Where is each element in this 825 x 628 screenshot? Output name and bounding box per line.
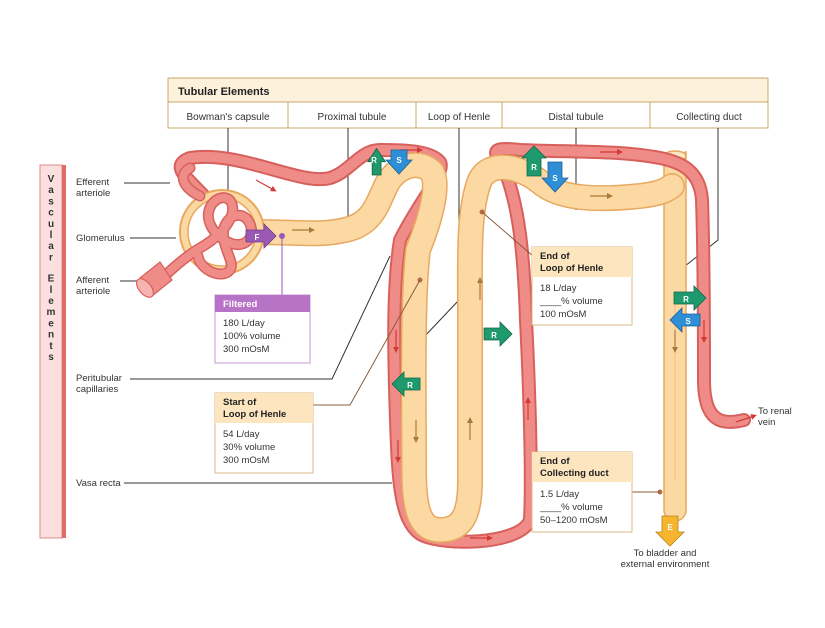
badge-filtration: F (245, 223, 277, 249)
svg-text:180 L/day: 180 L/day (223, 318, 265, 329)
vascular-header-letter: u (48, 219, 54, 230)
vascular-header-letter: V (48, 174, 55, 185)
svg-text:Loop of Henle: Loop of Henle (223, 409, 286, 420)
badge-secretion-distal: S (541, 161, 569, 193)
svg-text:E: E (667, 523, 673, 532)
badge-secretion-collecting-duct: S (669, 307, 701, 333)
box-filtered: Filtered 180 L/day 100% volume 300 mOsM (214, 294, 311, 364)
vascular-header-letter: e (48, 318, 54, 329)
peritubular-capillaries (173, 142, 751, 549)
flow-arrows (255, 147, 757, 541)
column-loop-of-henle: Loop of Henle (428, 112, 491, 123)
vascular-header-letter: l (50, 285, 53, 296)
svg-text:R: R (491, 331, 497, 340)
box-leaders (281, 209, 663, 495)
glomerulus (144, 162, 257, 296)
vascular-header-letter: E (48, 274, 55, 285)
svg-text:100 mOsM: 100 mOsM (540, 309, 587, 320)
svg-text:1.5 L/day: 1.5 L/day (540, 489, 579, 500)
svg-text:____% volume: ____% volume (539, 502, 603, 513)
label-vasa-recta: Vasa recta (76, 478, 121, 489)
svg-text:____% volume: ____% volume (539, 296, 603, 307)
svg-text:R: R (531, 163, 537, 172)
vascular-header-letter: s (48, 196, 54, 207)
badge-reabsorption-collecting-duct: R (673, 285, 707, 311)
svg-text:18 L/day: 18 L/day (540, 283, 577, 294)
nephron-tubule (237, 152, 685, 543)
svg-text:End of: End of (540, 456, 570, 467)
svg-text:30% volume: 30% volume (223, 442, 275, 453)
svg-text:F: F (255, 233, 260, 242)
svg-text:300 mOsM: 300 mOsM (223, 455, 270, 466)
label-glomerulus: Glomerulus (76, 233, 125, 244)
box-start-loop-of-henle: Start of Loop of Henle 54 L/day 30% volu… (214, 392, 314, 474)
svg-text:300 mOsM: 300 mOsM (223, 344, 270, 355)
column-distal-tubule: Distal tubule (548, 112, 603, 123)
column-bowmans-capsule: Bowman's capsule (186, 112, 270, 123)
svg-text:R: R (407, 381, 413, 390)
badge-reabsorption-descending-limb: R (391, 371, 421, 397)
box-end-collecting-duct: End of Collecting duct 1.5 L/day ____% v… (531, 451, 633, 533)
svg-text:50–1200 mOsM: 50–1200 mOsM (540, 515, 608, 526)
svg-text:End of: End of (540, 251, 570, 262)
svg-text:Collecting duct: Collecting duct (540, 468, 609, 479)
svg-text:Filtered: Filtered (223, 299, 258, 310)
column-collecting-duct: Collecting duct (676, 112, 742, 123)
vascular-header-letter: a (48, 185, 54, 196)
badge-excretion: E (655, 515, 685, 547)
svg-text:54 L/day: 54 L/day (223, 429, 260, 440)
svg-text:Loop of Henle: Loop of Henle (540, 263, 603, 274)
svg-text:S: S (685, 317, 691, 326)
vascular-header-letter: m (47, 307, 56, 318)
vascular-header-letter: a (48, 241, 54, 252)
badge-reabsorption-proximal: R (366, 147, 387, 176)
badge-reabsorption-ascending-limb: R (483, 321, 513, 347)
tubular-header-title: Tubular Elements (178, 86, 269, 98)
column-proximal-tubule: Proximal tubule (318, 112, 387, 123)
vascular-header-letter: e (48, 296, 54, 307)
vascular-header-letter: l (50, 230, 53, 241)
svg-text:R: R (683, 295, 689, 304)
svg-text:100% volume: 100% volume (223, 331, 281, 342)
svg-text:S: S (396, 156, 402, 165)
badge-reabsorption-distal: R (521, 145, 547, 177)
vascular-header-letter: n (48, 330, 54, 341)
svg-text:S: S (552, 174, 558, 183)
svg-text:R: R (371, 156, 377, 165)
vascular-header-letter: c (48, 208, 54, 219)
afferent-arteriole (135, 261, 173, 298)
vascular-header-letter: r (49, 252, 53, 263)
badge-secretion-proximal: S (385, 149, 413, 175)
box-end-loop-of-henle: End of Loop of Henle 18 L/day ____% volu… (531, 246, 633, 326)
tubular-header: Tubular Elements Bowman's capsule Proxim… (167, 77, 769, 129)
vascular-header-letter: t (49, 341, 53, 352)
vascular-header-letter: s (48, 352, 54, 363)
svg-text:Start of: Start of (223, 397, 257, 408)
